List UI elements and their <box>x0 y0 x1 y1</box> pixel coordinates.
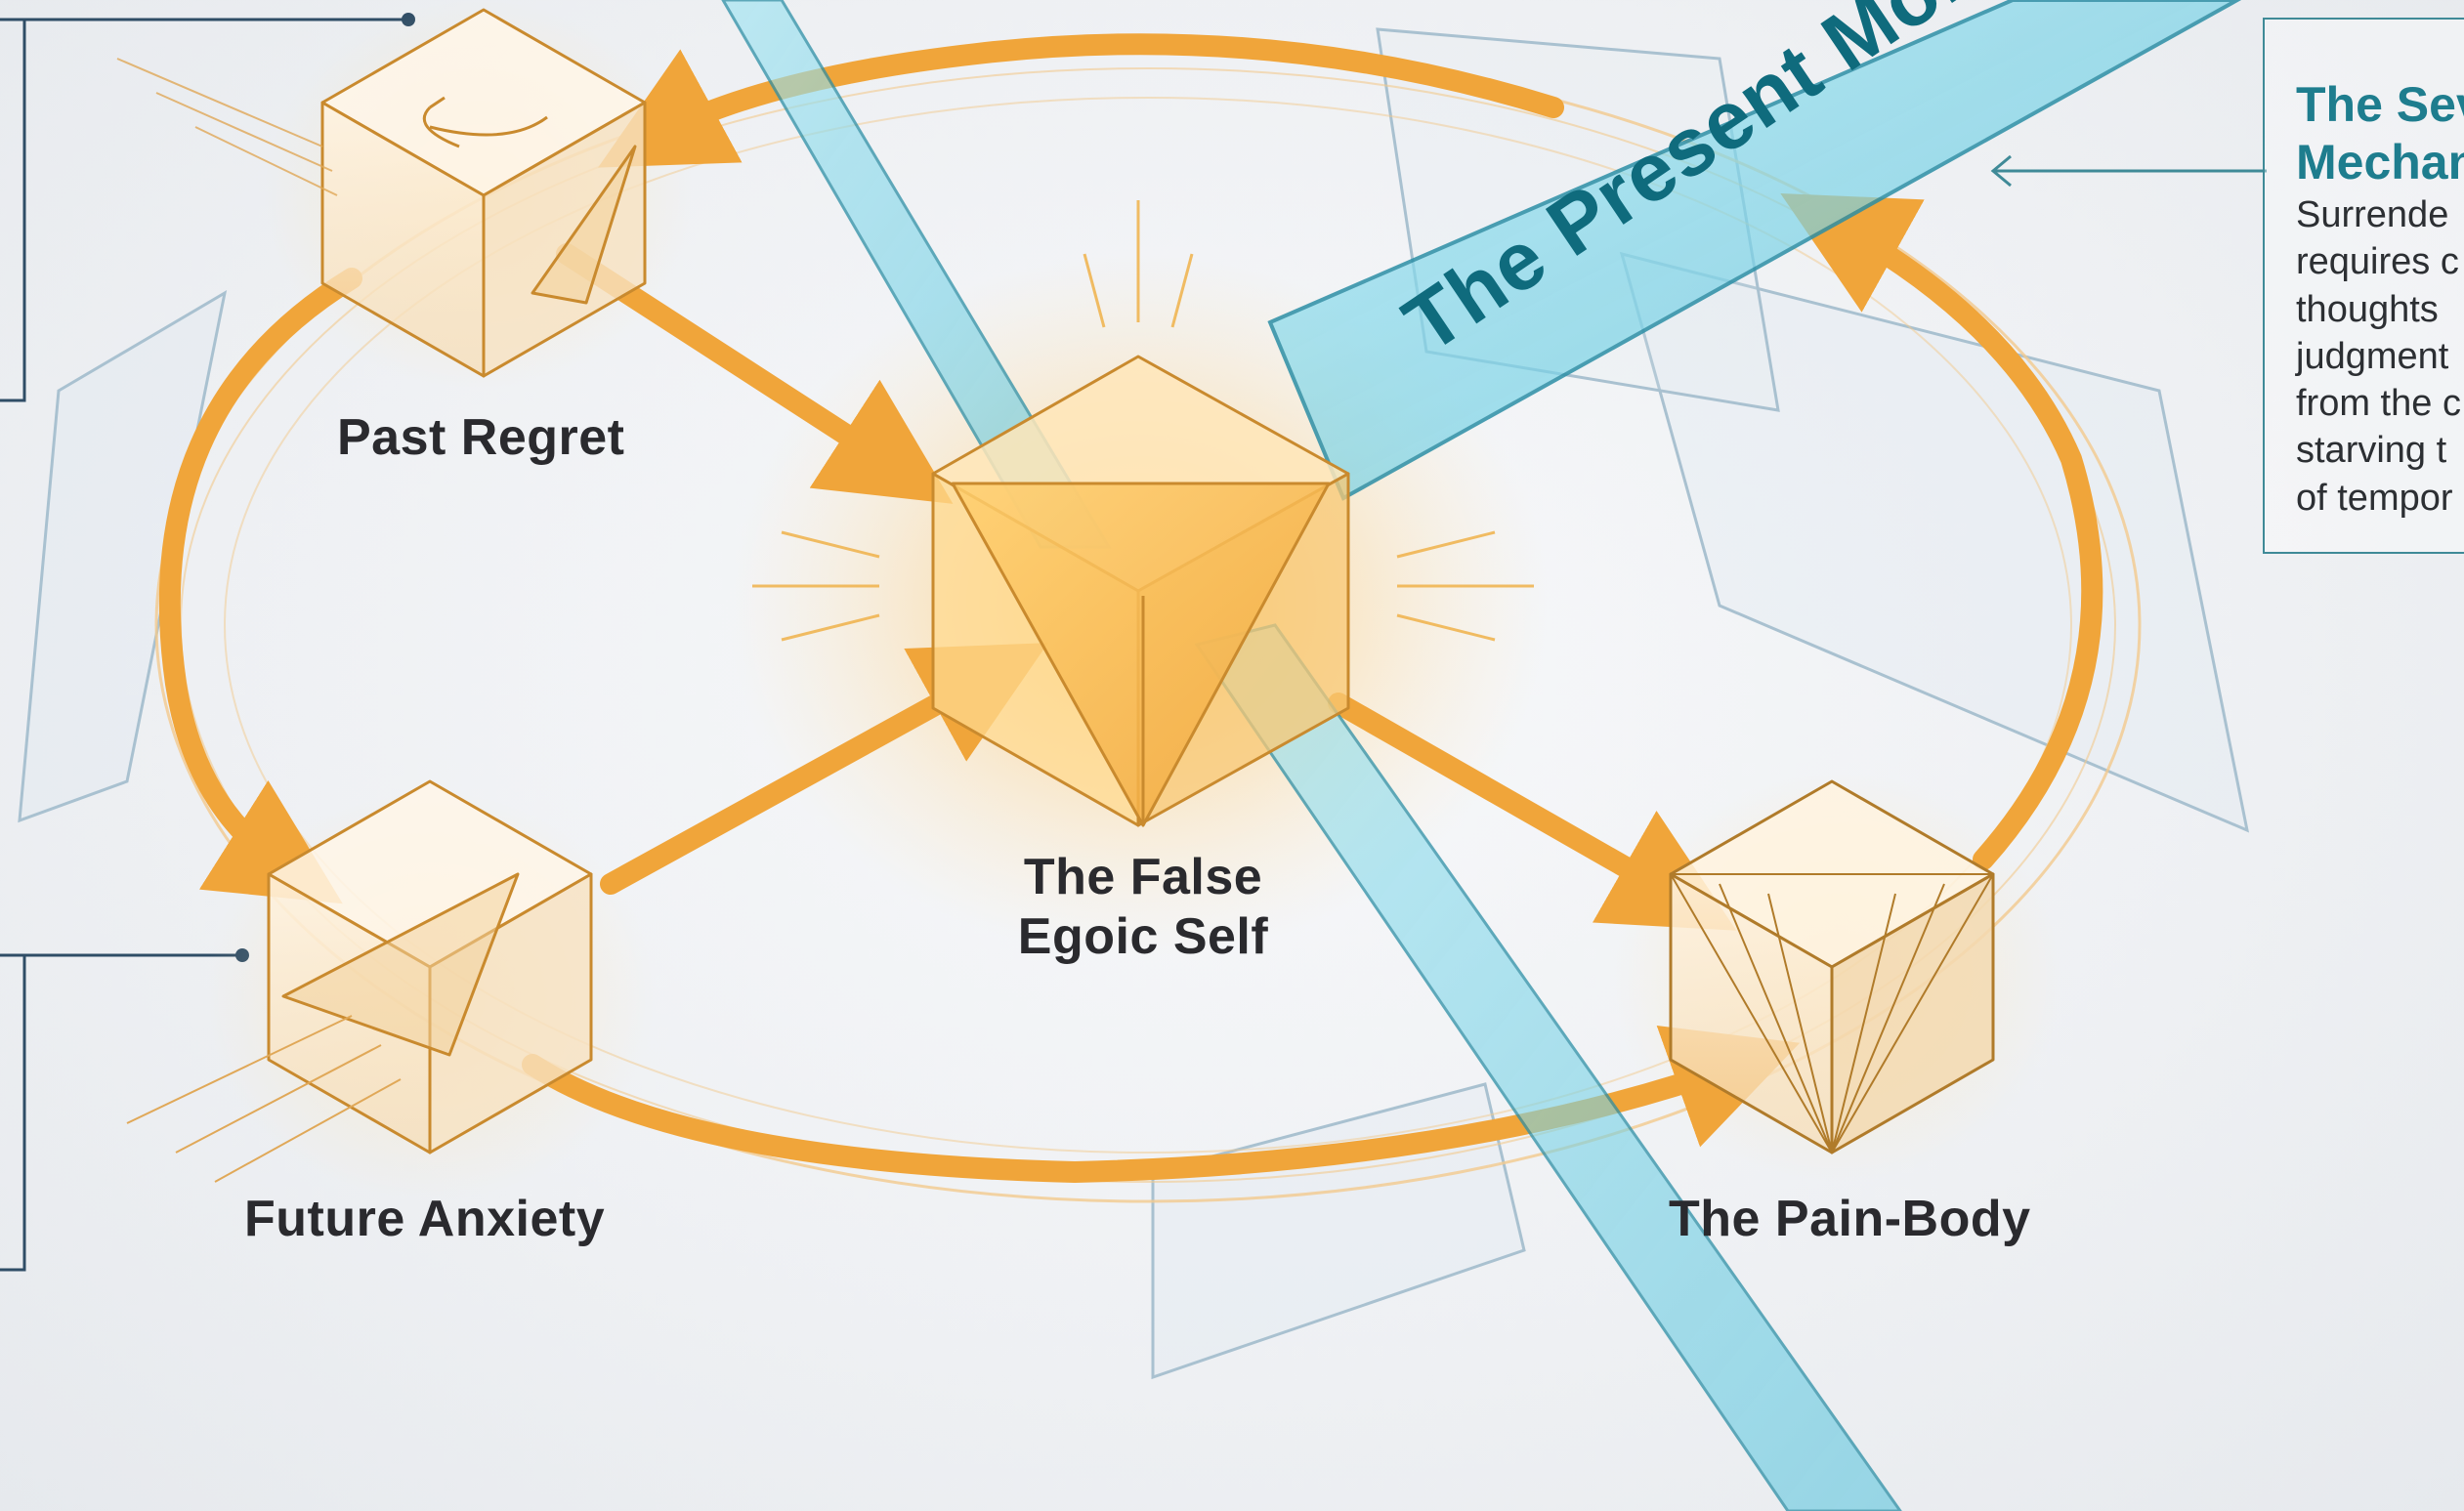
callout-title: The Sev Mechan <box>2296 76 2464 191</box>
pain-body-label: The Pain-Body <box>1669 1190 2031 1249</box>
future-anxiety-label: Future Anxiety <box>244 1190 605 1249</box>
past-regret-label: Past Regret <box>337 408 625 468</box>
callout-pointer <box>1993 156 2267 186</box>
false-egoic-self-label: The False Egoic Self <box>1016 848 1270 968</box>
callout-body: Surrende requires c thoughts judgment fr… <box>2296 191 2464 522</box>
mechanism-callout: The Sev Mechan Surrende requires c thoug… <box>2263 18 2464 554</box>
